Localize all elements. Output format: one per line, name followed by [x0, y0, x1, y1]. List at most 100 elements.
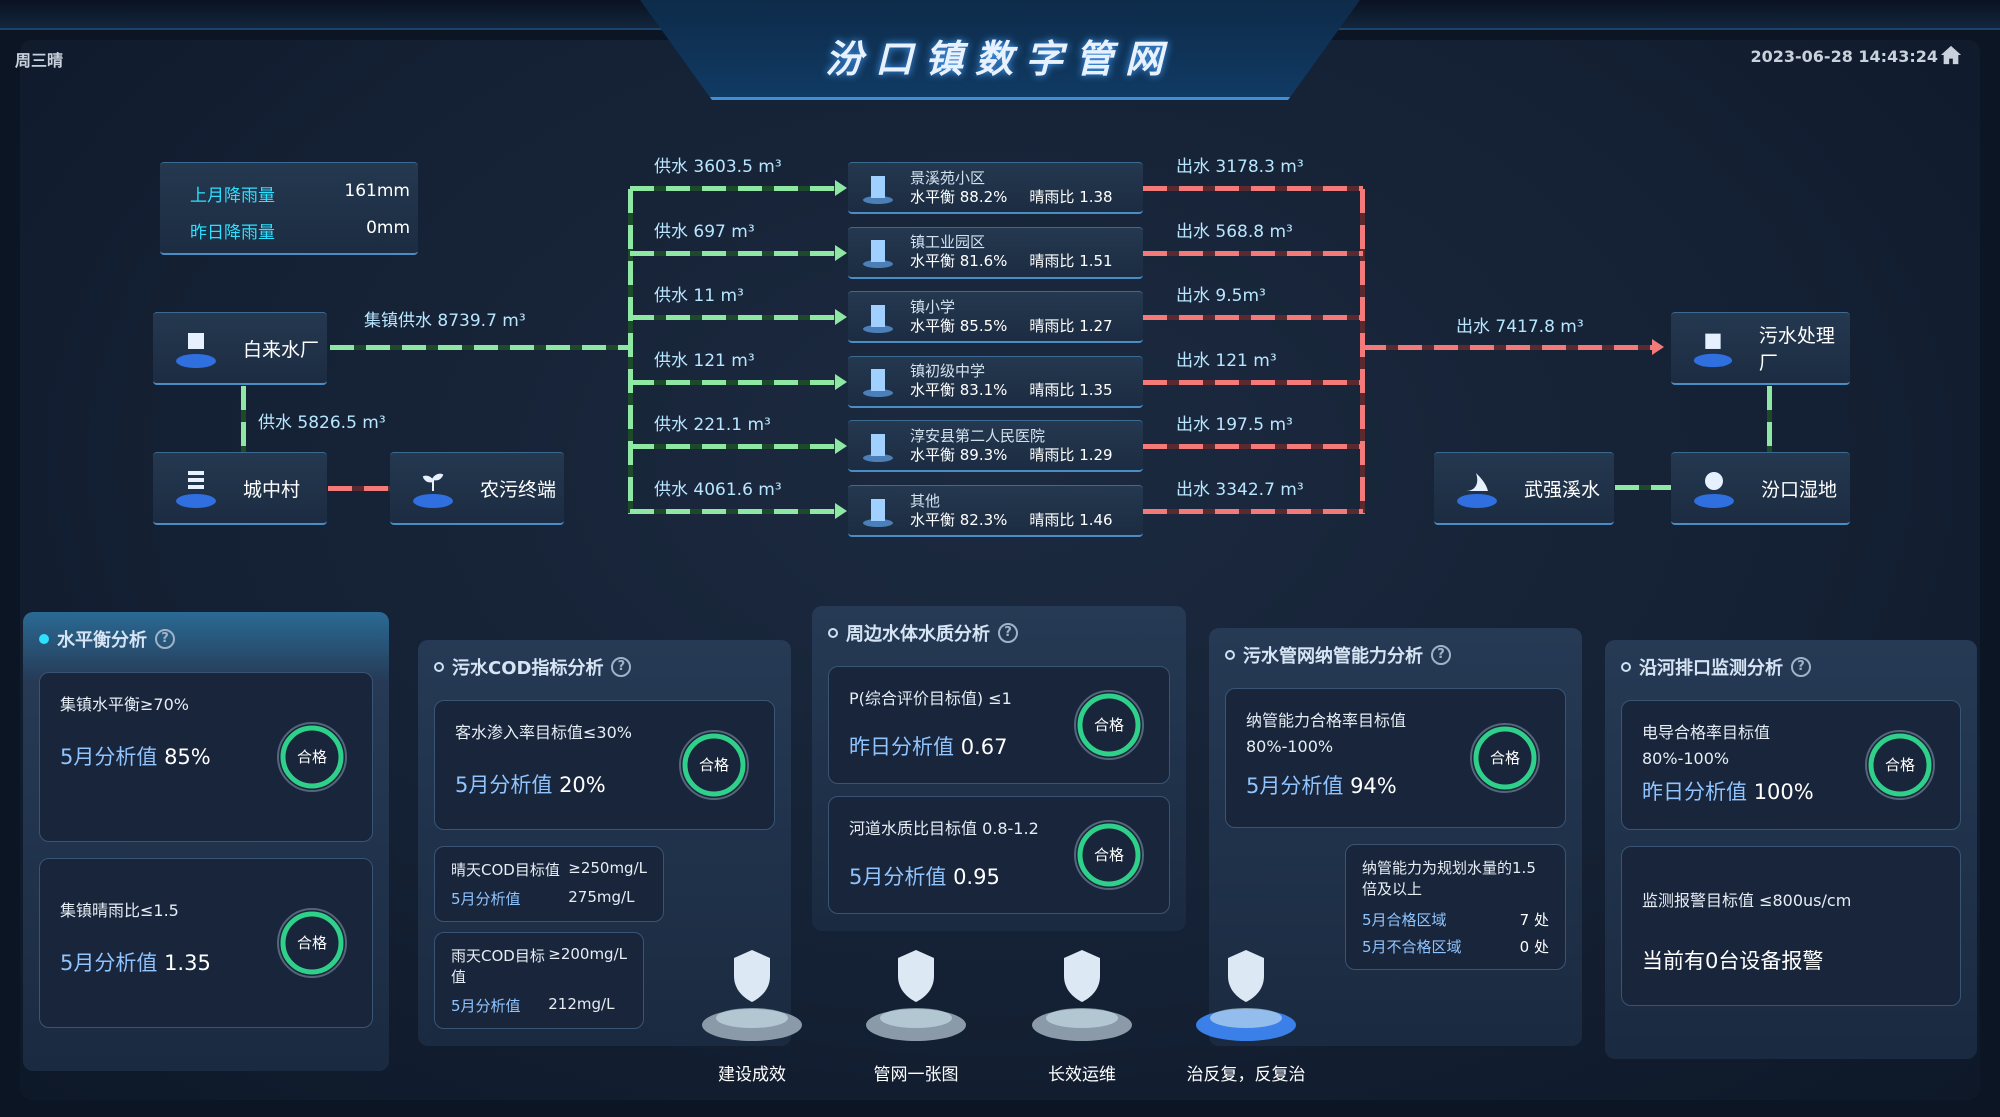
- panel-title: 周边水体水质分析: [846, 624, 990, 645]
- row-label: 5月不合格区域: [1362, 938, 1462, 956]
- site-balance: 水平衡 83.1%: [910, 381, 1008, 400]
- node-stream[interactable]: 武强溪水: [1434, 452, 1614, 525]
- panel-cod: 污水COD指标分析? 客水渗入率目标值≤30%5月分析值 20%合格 晴天COD…: [418, 640, 791, 1046]
- water-plant-icon: [176, 333, 216, 368]
- node-village[interactable]: 城中村: [153, 452, 327, 525]
- site-card[interactable]: 镇初级中学水平衡 83.1%晴雨比 1.35: [848, 355, 1143, 408]
- help-icon[interactable]: ?: [155, 629, 175, 649]
- card-target: 监测报警目标值 ≤800us/cm: [1642, 891, 1852, 910]
- node-label: 汾口湿地: [1761, 478, 1838, 501]
- status-gauge: 合格: [676, 727, 752, 803]
- supply-line: [630, 509, 835, 514]
- rain-value: 161mm: [344, 181, 410, 201]
- nav-button[interactable]: 治反复，反复治: [1176, 940, 1316, 1085]
- site-card[interactable]: 镇小学水平衡 85.5%晴雨比 1.27: [848, 291, 1143, 344]
- status-gauge: 合格: [1071, 687, 1147, 763]
- home-icon[interactable]: [1940, 44, 1962, 66]
- cod-card: 客水渗入率目标值≤30%5月分析值 20%合格: [434, 700, 775, 830]
- site-card[interactable]: 镇工业园区水平衡 81.6%晴雨比 1.51: [848, 226, 1143, 279]
- value: 0.67: [960, 735, 1008, 759]
- rain-label: 昨日降雨量: [190, 223, 275, 243]
- status-label: 合格: [1884, 756, 1915, 774]
- site-supply-label: 供水 697 m³: [654, 221, 755, 242]
- value-label: 昨日分析值: [1642, 780, 1747, 804]
- help-icon[interactable]: ?: [611, 657, 632, 677]
- site-card[interactable]: 其他水平衡 82.3%晴雨比 1.46: [848, 485, 1143, 537]
- nav-label: 管网一张图: [873, 1065, 959, 1085]
- site-name: 镇工业园区: [910, 233, 986, 252]
- site-name: 其他: [910, 491, 941, 510]
- nav-button[interactable]: 长效运维: [1012, 940, 1152, 1085]
- village-sewage-line: [328, 486, 390, 491]
- site-ratio: 晴雨比 1.35: [1029, 381, 1113, 400]
- site-balance: 水平衡 85.5%: [910, 316, 1008, 335]
- value: 100%: [1753, 780, 1814, 804]
- node-label: 农污终端: [480, 478, 557, 501]
- students-icon: [863, 369, 893, 398]
- main-supply-line: [330, 345, 630, 350]
- supply-line: [630, 250, 835, 256]
- nav-button[interactable]: 建设成效: [682, 940, 822, 1085]
- row-value: 0: [1519, 938, 1530, 956]
- site-card[interactable]: 淳安县第二人民医院水平衡 89.3%晴雨比 1.29: [848, 420, 1143, 473]
- site-balance: 水平衡 88.2%: [910, 187, 1008, 206]
- nav-label: 长效运维: [1048, 1065, 1116, 1085]
- site-supply-label: 供水 121 m³: [654, 350, 755, 371]
- sewage-plant-icon: [1693, 333, 1733, 368]
- card-target: 客水渗入率目标值≤30%: [455, 723, 632, 742]
- value-label: 5月分析值: [455, 773, 553, 797]
- help-icon[interactable]: ?: [998, 623, 1018, 643]
- help-icon[interactable]: ?: [1791, 657, 1811, 677]
- bullet-icon: [1621, 662, 1631, 672]
- row-unit: 处: [1533, 938, 1549, 956]
- node-wetland[interactable]: 汾口湿地: [1671, 452, 1850, 525]
- datetime: 2023-06-28 14:43:24: [1750, 47, 1938, 66]
- rain-label: 上月降雨量: [190, 186, 275, 206]
- nav-button[interactable]: 管网一张图: [846, 940, 986, 1085]
- shield-gear-icon: [1032, 950, 1132, 1041]
- node-label: 白来水厂: [243, 338, 320, 361]
- status-gauge: 合格: [1862, 727, 1938, 803]
- card-target: P(综合评价目标值) ≤1: [849, 689, 1012, 708]
- status-label: 合格: [296, 934, 327, 952]
- site-supply-label: 供水 221.1 m³: [654, 415, 771, 436]
- status-gauge: 合格: [1467, 720, 1543, 796]
- bullet-icon: [828, 628, 838, 638]
- node-water-plant[interactable]: 白来水厂: [153, 312, 327, 385]
- value-label: 5月分析值: [60, 951, 158, 975]
- site-name: 镇小学: [910, 297, 956, 316]
- node-sewage-plant[interactable]: 污水处理厂: [1671, 312, 1850, 385]
- node-label: 污水处理厂: [1758, 325, 1835, 374]
- stream-line: [1615, 485, 1671, 490]
- supply-line: [630, 186, 835, 191]
- arrow-icon: [835, 503, 847, 519]
- supply-line: [630, 315, 835, 321]
- value-label: 昨日分析值: [849, 735, 954, 759]
- site-card[interactable]: 景溪苑小区水平衡 88.2%晴雨比 1.38: [848, 162, 1143, 214]
- card-target: 纳管能力合格率目标值: [1246, 711, 1407, 730]
- supply-trunk-line: [628, 189, 633, 514]
- status-gauge: 合格: [1071, 817, 1147, 893]
- help-icon[interactable]: ?: [1431, 645, 1451, 665]
- value-label: 5月分析值: [451, 890, 521, 908]
- site-outflow-label: 出水 197.5 m³: [1176, 415, 1293, 436]
- shield-gear-icon: [702, 950, 802, 1041]
- panel-title: 污水管网纳管能力分析: [1243, 646, 1423, 667]
- building-icon: [863, 175, 893, 204]
- node-rural-sewage[interactable]: 农污终端: [390, 452, 564, 525]
- card-target: 集镇晴雨比≤1.5: [60, 901, 179, 920]
- value-label: 5月分析值: [451, 997, 521, 1015]
- outflow-line: [1143, 186, 1363, 191]
- alarm-text: 当前有0台设备报警: [1642, 949, 1824, 973]
- supply-line: [630, 444, 835, 450]
- outflow-trunk-line: [1360, 189, 1365, 514]
- site-supply-label: 供水 3603.5 m³: [654, 157, 782, 177]
- site-ratio: 晴雨比 1.29: [1029, 445, 1113, 464]
